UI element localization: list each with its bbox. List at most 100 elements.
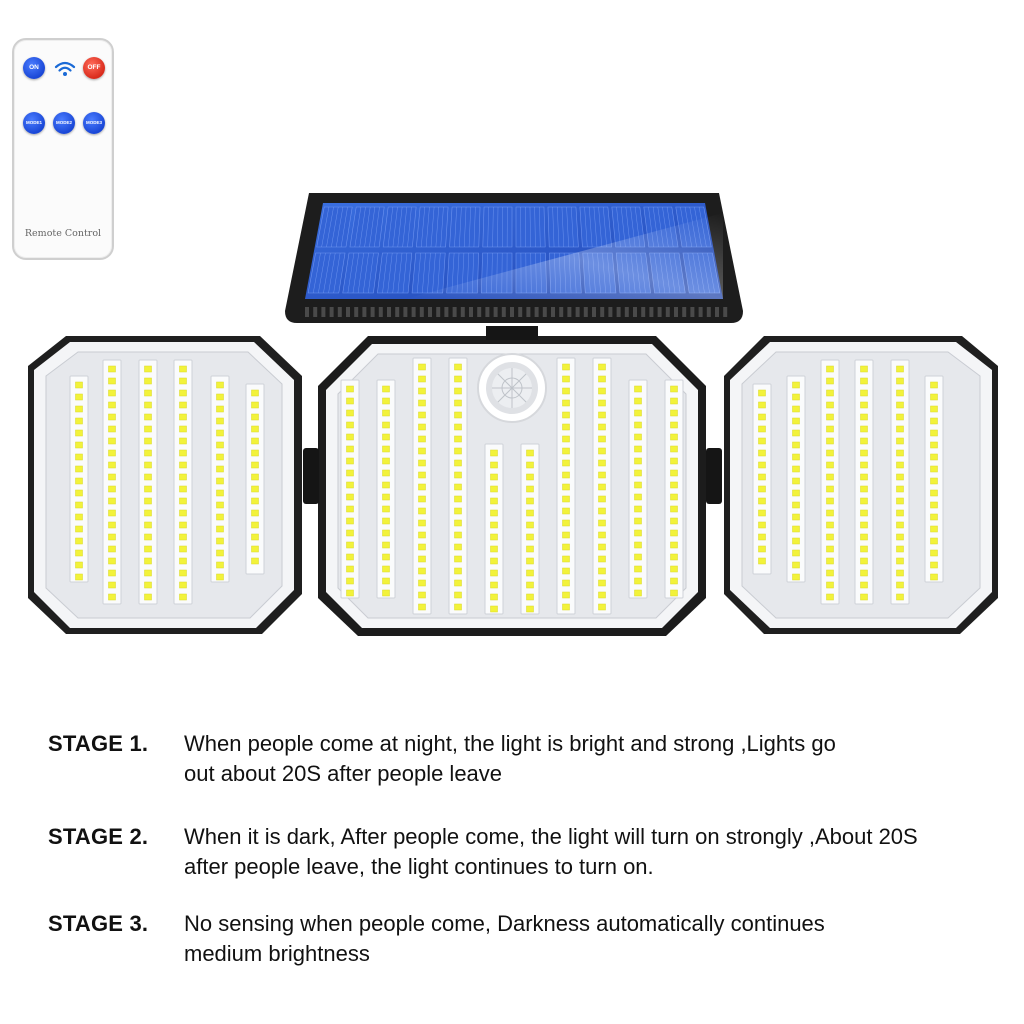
led-chip [346, 409, 354, 417]
left-led-bars [69, 359, 265, 605]
led-chip [826, 581, 834, 589]
led-chip [792, 537, 800, 545]
led-chip [454, 567, 462, 575]
led-chip [896, 425, 904, 433]
led-chip [454, 543, 462, 551]
led-chip [860, 521, 868, 529]
led-chip [758, 545, 766, 553]
led-chip [526, 461, 534, 469]
led-chip [179, 581, 187, 589]
led-chip [634, 409, 642, 417]
led-chip [826, 365, 834, 373]
led-chip [382, 421, 390, 429]
led-chip [670, 469, 678, 477]
led-chip [216, 561, 224, 569]
panel-bracket [486, 326, 538, 340]
led-chip [758, 497, 766, 505]
off-button[interactable]: OFF [83, 57, 105, 79]
led-chip [75, 465, 83, 473]
led-chip [634, 397, 642, 405]
led-chip [179, 593, 187, 601]
led-chip [144, 485, 152, 493]
stage-line: No sensing when people come, Darkness au… [184, 911, 825, 936]
led-chip [598, 507, 606, 515]
led-chip [792, 561, 800, 569]
led-chip [896, 449, 904, 457]
led-chip [490, 461, 498, 469]
led-chip [526, 449, 534, 457]
led-chip [598, 363, 606, 371]
led-chip [930, 417, 938, 425]
led-chip [670, 505, 678, 513]
led-chip [346, 385, 354, 393]
led-chip [490, 605, 498, 613]
led-chip [144, 437, 152, 445]
solar-cell [449, 206, 481, 248]
led-chip [826, 521, 834, 529]
led-chip [826, 497, 834, 505]
led-chip [144, 449, 152, 457]
led-chip [108, 437, 116, 445]
led-chip [526, 569, 534, 577]
led-chip [634, 577, 642, 585]
led-chip [598, 519, 606, 527]
led-chip [634, 589, 642, 597]
led-chip [179, 509, 187, 517]
led-chip [454, 459, 462, 467]
led-chip [75, 417, 83, 425]
led-chip [598, 447, 606, 455]
led-chip [670, 421, 678, 429]
led-chip [670, 517, 678, 525]
led-chip [896, 401, 904, 409]
led-chip [382, 493, 390, 501]
solar-vents [305, 307, 728, 317]
on-button[interactable]: ON [23, 57, 45, 79]
mode3-button[interactable]: MODE3 [83, 112, 105, 134]
led-chip [860, 509, 868, 517]
led-chip [144, 377, 152, 385]
led-chip [75, 513, 83, 521]
led-chip [758, 437, 766, 445]
mode2-button[interactable]: MODE2 [53, 112, 75, 134]
led-chip [216, 453, 224, 461]
led-chip [382, 553, 390, 561]
stage-line: out about 20S after people leave [184, 761, 503, 786]
led-chip [490, 545, 498, 553]
led-chip [179, 377, 187, 385]
led-chip [108, 389, 116, 397]
led-chip [792, 453, 800, 461]
solar-cell [342, 252, 379, 294]
led-chip [896, 521, 904, 529]
led-chip [526, 473, 534, 481]
led-chip [860, 461, 868, 469]
led-chip [346, 517, 354, 525]
led-chip [930, 465, 938, 473]
led-chip [758, 449, 766, 457]
led-chip [860, 473, 868, 481]
led-chip [792, 525, 800, 533]
led-chip [826, 533, 834, 541]
led-chip [598, 495, 606, 503]
led-chip [526, 533, 534, 541]
led-chip [216, 549, 224, 557]
led-strip [628, 379, 648, 599]
led-chip [562, 423, 570, 431]
led-chip [108, 377, 116, 385]
led-chip [382, 385, 390, 393]
mode1-button[interactable]: MODE1 [23, 112, 45, 134]
led-strip [102, 359, 122, 605]
led-chip [826, 389, 834, 397]
led-chip [598, 531, 606, 539]
led-chip [144, 557, 152, 565]
led-chip [860, 425, 868, 433]
led-chip [634, 481, 642, 489]
led-chip [562, 579, 570, 587]
led-chip [860, 449, 868, 457]
led-chip [251, 485, 259, 493]
led-chip [792, 489, 800, 497]
led-chip [179, 425, 187, 433]
led-chip [75, 501, 83, 509]
led-chip [418, 435, 426, 443]
led-chip [562, 471, 570, 479]
led-chip [930, 525, 938, 533]
